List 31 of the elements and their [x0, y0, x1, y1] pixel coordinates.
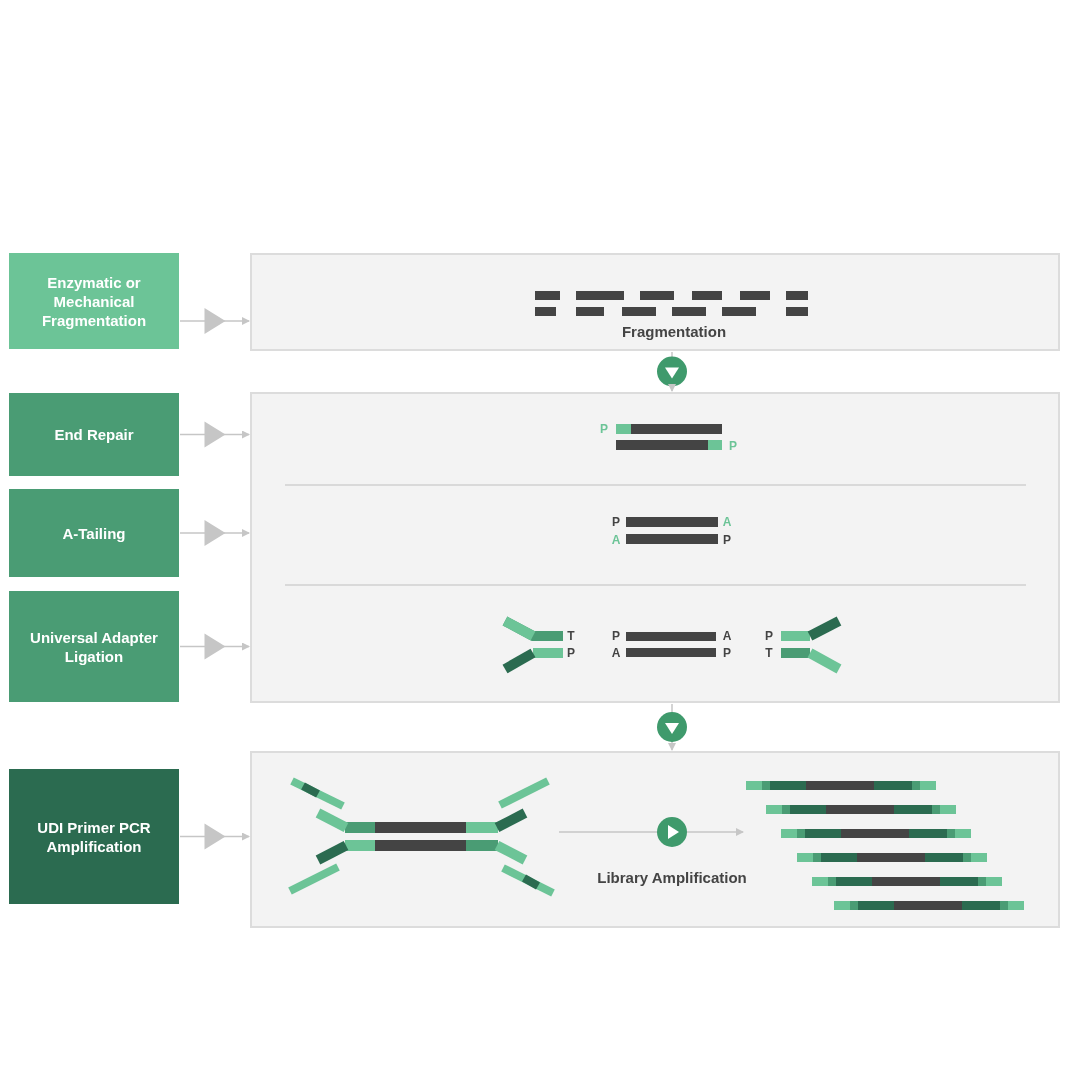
strand-end-label: P: [612, 629, 620, 643]
arrow: [179, 823, 250, 850]
step-box: Enzymatic or Mechanical Fragmentation: [9, 253, 179, 349]
strand-end-label: P: [612, 515, 620, 529]
strand-end-label: P: [723, 533, 731, 547]
arrow: [558, 817, 744, 847]
step-box: A-Tailing: [9, 489, 179, 577]
strand-end-label: P: [765, 629, 773, 643]
strand-end-label: T: [765, 646, 773, 660]
step-box: UDI Primer PCR Amplification: [9, 769, 179, 904]
strand-end-label: P: [600, 422, 608, 436]
arrow: [657, 351, 687, 392]
arrow: [179, 421, 250, 448]
strand-end-label: A: [722, 515, 732, 529]
arrow: [179, 308, 250, 334]
panel-title: Fragmentation: [621, 322, 727, 340]
arrow: [179, 633, 250, 660]
step-box: Universal Adapter Ligation: [9, 591, 179, 702]
strand-end-label: P: [723, 646, 731, 660]
process-panel: [250, 253, 1060, 351]
strand-end-label: T: [567, 629, 575, 643]
strand-end-label: P: [729, 439, 737, 453]
strand-end-label: A: [611, 533, 621, 547]
strand-end-label: A: [722, 629, 732, 643]
strand-end-label: A: [611, 646, 621, 660]
arrow: [179, 520, 250, 546]
arrow: [657, 703, 687, 751]
process-panel: [250, 751, 1060, 928]
process-panel: [250, 392, 1060, 703]
strand-end-label: P: [567, 646, 575, 660]
step-box: End Repair: [9, 393, 179, 476]
